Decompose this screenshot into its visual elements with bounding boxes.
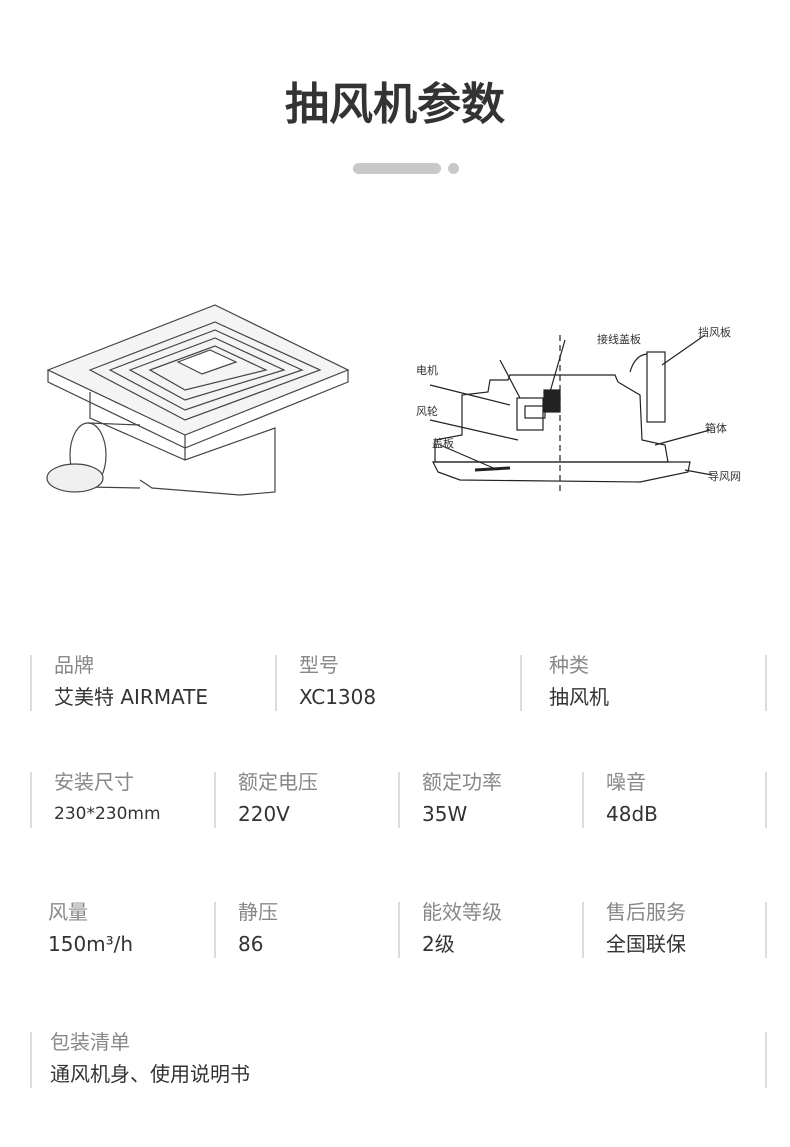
divider: [582, 902, 584, 958]
divider: [520, 655, 522, 711]
spec-label: 型号: [299, 653, 339, 677]
spec-install-size: 安装尺寸 230*230mm: [32, 770, 161, 828]
divider: [275, 655, 277, 711]
label-baffle: 挡风板: [698, 326, 731, 339]
divider: [765, 902, 767, 958]
spec-value: 150m³/h: [48, 932, 134, 956]
page-title: 抽风机参数: [285, 79, 505, 130]
divider: [398, 772, 400, 828]
decor-pill: [353, 163, 441, 174]
spec-efficiency: 能效等级 2级: [400, 900, 502, 958]
spec-noise: 噪音 48dB: [584, 770, 658, 828]
spec-value: 艾美特 AIRMATE: [54, 685, 209, 709]
decor-dot: [448, 163, 459, 174]
spec-value: 全国联保: [606, 932, 686, 956]
spec-value: XC1308: [299, 685, 377, 709]
divider: [30, 772, 32, 828]
spec-label: 安装尺寸: [54, 770, 134, 794]
spec-label: 品牌: [54, 653, 94, 677]
spec-value: 86: [238, 932, 264, 956]
label-impeller: 风轮: [416, 405, 438, 418]
spec-value: 2级: [422, 932, 455, 956]
divider: [765, 772, 767, 828]
spec-power: 额定功率 35W: [400, 770, 502, 828]
label-junction-cover: 接线盖板: [597, 333, 641, 346]
fan-product-image: [46, 304, 350, 496]
divider: [582, 772, 584, 828]
spec-voltage: 额定电压 220V: [216, 770, 318, 828]
spec-type: 种类抽风机: [522, 653, 609, 711]
spec-label: 额定功率: [422, 770, 502, 794]
spec-value: 230*230mm: [54, 804, 161, 824]
divider: [214, 772, 216, 828]
divider: [765, 1032, 767, 1088]
spec-label: 静压: [238, 900, 278, 924]
spec-value: 48dB: [606, 802, 658, 826]
spec-value: 220V: [238, 802, 290, 826]
divider: [765, 655, 767, 711]
spec-label: 风量: [48, 900, 88, 924]
spec-airflow: 风量 150m³/h: [26, 900, 134, 958]
spec-label: 额定电压: [238, 770, 318, 794]
spec-value: 35W: [422, 802, 468, 826]
structure-diagram: [429, 334, 713, 495]
spec-service: 售后服务全国联保: [584, 900, 686, 958]
divider: [214, 902, 216, 958]
label-cover: 盖板: [432, 437, 454, 450]
divider: [30, 1032, 32, 1088]
divider: [398, 902, 400, 958]
spec-static-pressure: 静压 86: [216, 900, 278, 958]
spec-label: 种类: [549, 653, 589, 677]
spec-package: 包装清单通风机身、使用说明书: [28, 1030, 250, 1088]
divider: [30, 655, 32, 711]
spec-label: 能效等级: [422, 900, 502, 924]
spec-value: 通风机身、使用说明书: [50, 1062, 250, 1086]
label-box: 箱体: [705, 422, 727, 435]
spec-model: 型号 XC1308: [277, 653, 377, 711]
spec-brand: 品牌艾美特 AIRMATE: [32, 653, 209, 711]
label-grille: 导风网: [708, 470, 741, 483]
spec-label: 噪音: [606, 770, 646, 794]
spec-label: 包装清单: [50, 1030, 130, 1054]
spec-value: 抽风机: [549, 685, 609, 709]
spec-label: 售后服务: [606, 900, 686, 924]
label-motor: 电机: [416, 364, 438, 377]
